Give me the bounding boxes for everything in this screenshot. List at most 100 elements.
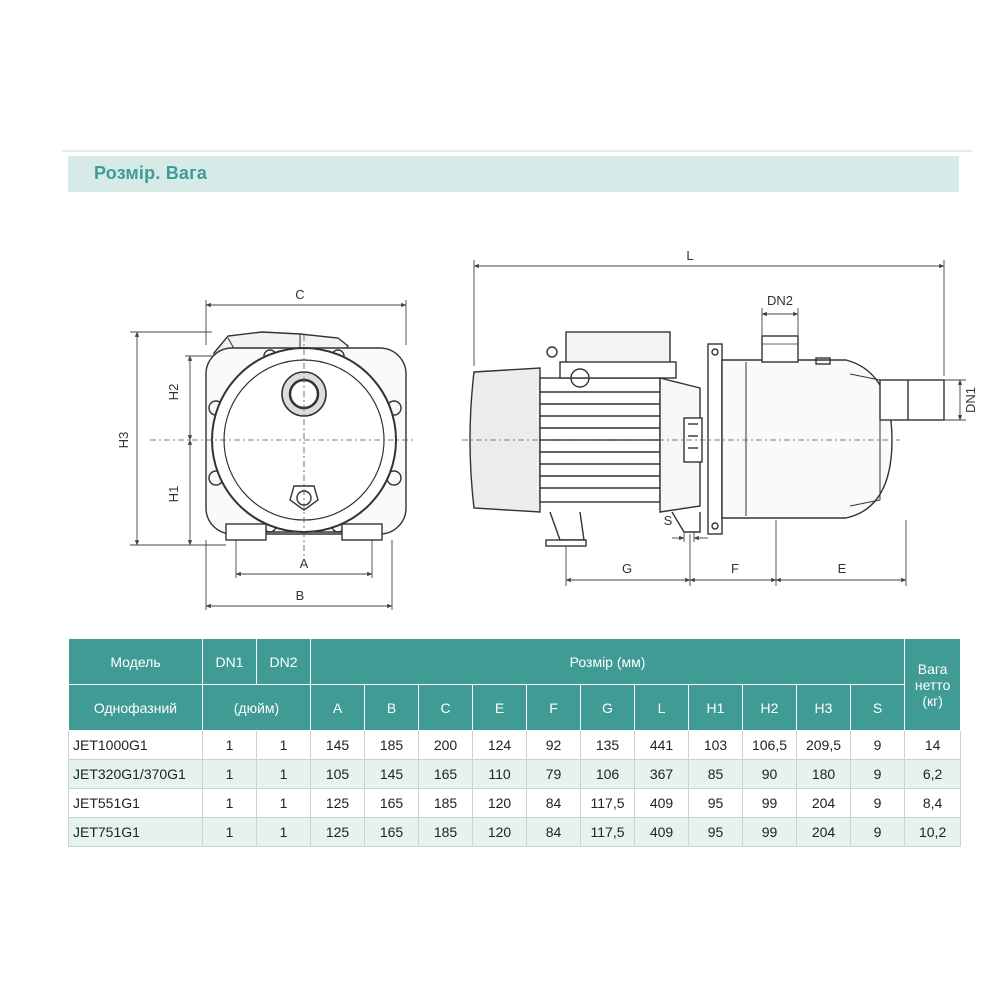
dim-label-dn2: DN2 — [767, 293, 793, 308]
header-col-b: B — [364, 684, 419, 731]
table-row: JET751G1 1 1 125 165 185 120 84 117,5 40… — [68, 817, 962, 847]
section-title: Розмір. Вага — [94, 163, 208, 183]
cell-e: 110 — [472, 759, 527, 789]
section-header: Розмір. Вага — [68, 156, 959, 192]
table-row: JET551G1 1 1 125 165 185 120 84 117,5 40… — [68, 788, 962, 818]
dim-label-g: G — [622, 561, 632, 576]
cell-f: 84 — [526, 817, 581, 847]
cell-weight: 6,2 — [904, 759, 962, 789]
cell-h2: 99 — [742, 788, 797, 818]
header-col-c: C — [418, 684, 473, 731]
cell-dn1: 1 — [202, 759, 257, 789]
cell-model: JET551G1 — [68, 788, 203, 818]
cell-dn2: 1 — [256, 730, 311, 760]
dim-label-dn1: DN1 — [963, 387, 978, 413]
header-phase: Однофазний — [68, 684, 203, 731]
front-view — [205, 331, 407, 541]
cell-s: 9 — [849, 788, 906, 818]
cell-a: 105 — [310, 759, 365, 789]
header-col-l: L — [634, 684, 689, 731]
header-size: Розмір (мм) — [309, 638, 906, 685]
cell-h1: 95 — [688, 788, 743, 818]
cell-e: 120 — [472, 817, 527, 847]
cell-b: 165 — [364, 817, 419, 847]
dim-label-c: C — [295, 287, 304, 302]
cell-a: 125 — [310, 817, 365, 847]
header-inch: (дюйм) — [202, 684, 311, 731]
top-rule — [62, 150, 972, 152]
table-header-row-2: Однофазний (дюйм) A B C E F G L H1 H2 H3… — [68, 684, 961, 731]
header-col-g: G — [580, 684, 635, 731]
cell-l: 409 — [634, 788, 689, 818]
cell-e: 120 — [472, 788, 527, 818]
cell-f: 84 — [526, 788, 581, 818]
cell-e: 124 — [472, 730, 527, 760]
cell-b: 185 — [364, 730, 419, 760]
header-col-f: F — [526, 684, 581, 731]
pump-drawing: C A B H3 H2 H1 — [116, 248, 978, 610]
cell-h2: 106,5 — [742, 730, 797, 760]
table-header-row-1: Модель DN1 DN2 Розмір (мм) Вага нетто (к… — [68, 638, 962, 731]
cell-s: 9 — [849, 759, 906, 789]
header-col-h1: H1 — [688, 684, 743, 731]
dim-label-h2: H2 — [166, 384, 181, 401]
dim-label-e: E — [838, 561, 847, 576]
dim-label-f: F — [731, 561, 739, 576]
dim-label-s: S — [664, 513, 673, 528]
cell-f: 79 — [526, 759, 581, 789]
cell-h3: 180 — [796, 759, 851, 789]
header-dn2: DN2 — [256, 638, 311, 685]
cell-h3: 204 — [796, 788, 851, 818]
header-model: Модель — [68, 638, 203, 685]
cell-h3: 204 — [796, 817, 851, 847]
cell-g: 117,5 — [580, 788, 635, 818]
header-weight: Вага нетто (кг) — [904, 638, 962, 731]
cell-l: 409 — [634, 817, 689, 847]
header-col-h3: H3 — [796, 684, 851, 731]
cell-weight: 10,2 — [904, 817, 962, 847]
cell-b: 145 — [364, 759, 419, 789]
cell-a: 125 — [310, 788, 365, 818]
cell-s: 9 — [849, 730, 906, 760]
spec-table: Модель DN1 DN2 Розмір (мм) Вага нетто (к… — [68, 638, 962, 847]
cell-l: 367 — [634, 759, 689, 789]
dim-label-l: L — [686, 248, 693, 263]
dim-label-h3: H3 — [116, 432, 131, 449]
cell-dn1: 1 — [202, 788, 257, 818]
cell-c: 185 — [418, 788, 473, 818]
cell-h3: 209,5 — [796, 730, 851, 760]
cell-model: JET320G1/370G1 — [68, 759, 203, 789]
dim-label-a: A — [300, 556, 309, 571]
cell-model: JET1000G1 — [68, 730, 203, 760]
cell-h2: 99 — [742, 817, 797, 847]
cell-l: 441 — [634, 730, 689, 760]
cell-c: 165 — [418, 759, 473, 789]
cell-weight: 14 — [904, 730, 962, 760]
cell-weight: 8,4 — [904, 788, 962, 818]
cell-b: 165 — [364, 788, 419, 818]
header-col-h2: H2 — [742, 684, 797, 731]
cell-model: JET751G1 — [68, 817, 203, 847]
cell-g: 106 — [580, 759, 635, 789]
cell-h2: 90 — [742, 759, 797, 789]
table-row: JET1000G1 1 1 145 185 200 124 92 135 441… — [68, 730, 962, 760]
cell-dn2: 1 — [256, 817, 311, 847]
cell-dn1: 1 — [202, 817, 257, 847]
cell-a: 145 — [310, 730, 365, 760]
header-col-s: S — [849, 684, 906, 731]
dim-label-h1: H1 — [166, 486, 181, 503]
cell-dn2: 1 — [256, 788, 311, 818]
cell-c: 200 — [418, 730, 473, 760]
cell-dn2: 1 — [256, 759, 311, 789]
cell-g: 135 — [580, 730, 635, 760]
dim-label-b: B — [296, 588, 305, 603]
header-col-e: E — [472, 684, 527, 731]
table-row: JET320G1/370G1 1 1 105 145 165 110 79 10… — [68, 759, 962, 789]
cell-s: 9 — [849, 817, 906, 847]
cell-c: 185 — [418, 817, 473, 847]
cell-h1: 85 — [688, 759, 743, 789]
cell-h1: 103 — [688, 730, 743, 760]
cell-g: 117,5 — [580, 817, 635, 847]
side-view — [469, 331, 945, 547]
header-col-a: A — [310, 684, 365, 731]
